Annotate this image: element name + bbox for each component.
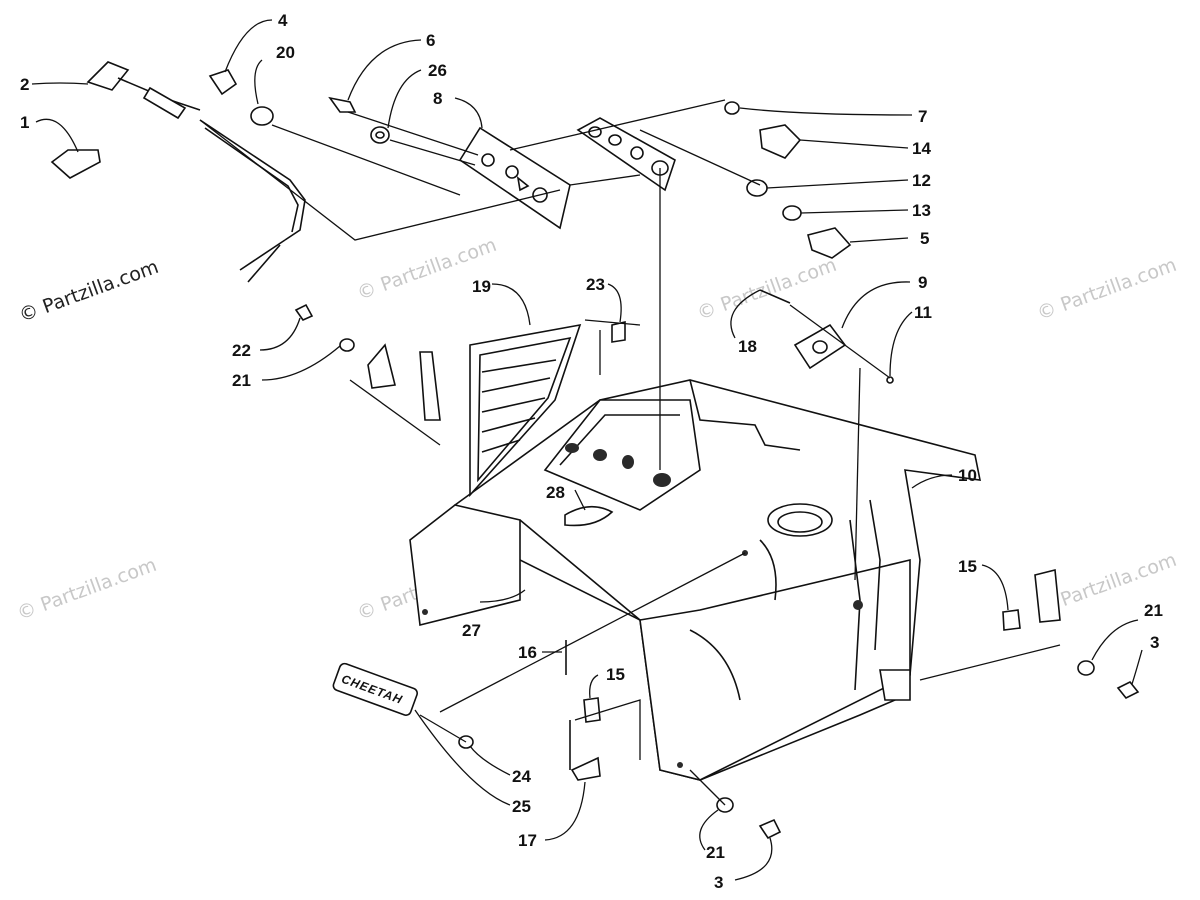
watermark: © Partzilla.com [1034, 254, 1179, 325]
callout-11: 11 [914, 303, 932, 322]
instrument-bezel [458, 126, 571, 230]
washer-part [370, 126, 390, 144]
light-switch [807, 227, 852, 259]
callout-17: 17 [518, 831, 537, 850]
ignition-switch [759, 124, 802, 159]
callout-18: 18 [738, 337, 757, 356]
callout-13: 13 [912, 201, 931, 220]
callout-21: 21 [1144, 601, 1163, 620]
nut-part [782, 205, 802, 221]
callout-3: 3 [1150, 633, 1159, 652]
callout-24: 24 [512, 767, 531, 786]
strip-part [419, 351, 441, 421]
nut-part [250, 106, 274, 126]
callout-27: 27 [462, 621, 481, 640]
screw-part [886, 376, 894, 384]
callout-25: 25 [512, 797, 531, 816]
mounting-plate [576, 117, 676, 192]
clip-part [611, 320, 626, 343]
cheetah-badge: CHEETAH [332, 662, 418, 716]
watermark: © Partzilla.com [694, 254, 839, 325]
callout-5: 5 [920, 229, 929, 248]
callout-26: 26 [428, 61, 447, 80]
callout-28: 28 [546, 483, 565, 502]
callout-14: 14 [912, 139, 931, 158]
gasket-plate [793, 323, 847, 370]
screw-part [1116, 680, 1140, 700]
callout-10: 10 [958, 466, 977, 485]
callout-15: 15 [958, 557, 977, 576]
callout-labels: 1 2 3 3 4 5 6 7 8 9 10 11 12 13 14 15 15… [20, 11, 1163, 892]
bracket-part [367, 343, 396, 389]
side-grille [469, 323, 582, 498]
gauge-hole [565, 443, 579, 453]
bracket-part [570, 756, 601, 781]
screw-part [758, 818, 782, 840]
copyright-watermark: © Partzilla.com [16, 256, 161, 327]
callout-8: 8 [433, 89, 442, 108]
callout-22: 22 [232, 341, 251, 360]
screw-part [294, 303, 314, 321]
callout-1: 1 [20, 113, 29, 132]
callout-6: 6 [426, 31, 435, 50]
clip-part [583, 697, 601, 723]
watermark: © Partzilla.com [14, 554, 159, 625]
pin-part [759, 289, 791, 304]
switch-part [328, 96, 357, 113]
console-body [409, 379, 982, 781]
washer-part [746, 179, 768, 197]
washer-part [1077, 660, 1095, 676]
gauge-hole [653, 473, 671, 487]
callout-9: 9 [918, 273, 927, 292]
leader-lines [31, 19, 1143, 881]
gauge-hole [593, 449, 607, 461]
callout-7: 7 [918, 107, 927, 126]
callout-23: 23 [586, 275, 605, 294]
callout-21: 21 [706, 843, 725, 862]
callout-19: 19 [472, 277, 491, 296]
callout-21: 21 [232, 371, 251, 390]
nut-part [724, 101, 740, 115]
washer-part [339, 338, 355, 352]
callout-12: 12 [912, 171, 931, 190]
callout-3: 3 [714, 873, 723, 892]
knob-part [208, 69, 238, 96]
callout-15: 15 [606, 665, 625, 684]
bracket-part [1034, 568, 1061, 623]
control-lever-assembly [50, 61, 306, 283]
callout-16: 16 [518, 643, 537, 662]
callout-4: 4 [278, 11, 288, 30]
callout-2: 2 [20, 75, 29, 94]
callout-20: 20 [276, 43, 295, 62]
clip-part [1002, 609, 1021, 631]
assembly-lines [199, 99, 1061, 806]
dash-emblem [564, 505, 614, 527]
gauge-hole [622, 455, 634, 469]
